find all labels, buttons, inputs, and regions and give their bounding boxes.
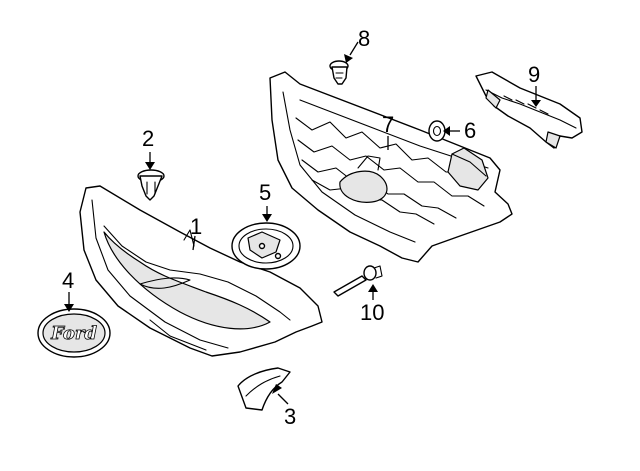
callout-1: 1 — [190, 214, 202, 239]
part-2-push-pin — [137, 169, 165, 201]
leader-lines — [64, 41, 541, 405]
part-1-grille — [79, 185, 323, 357]
callout-2: 2 — [142, 126, 154, 151]
callout-6: 6 — [464, 118, 476, 143]
emblem-text: Ford — [50, 323, 97, 344]
callout-5: 5 — [259, 180, 271, 205]
callout-3: 3 — [284, 404, 296, 429]
part-3-deflector — [237, 367, 291, 411]
callout-10: 10 — [360, 300, 384, 325]
part-10-retainer — [333, 265, 383, 297]
part-6-grommet — [428, 120, 446, 142]
callout-7: 7 — [382, 112, 394, 137]
callout-4: 4 — [62, 268, 74, 293]
part-9-bracket — [475, 71, 583, 149]
callout-9: 9 — [528, 62, 540, 87]
part-4-emblem: Ford — [37, 308, 111, 358]
callout-8: 8 — [358, 26, 370, 51]
part-8-screw — [329, 60, 349, 85]
callout-labels: 1 2 3 4 5 6 7 8 9 10 — [62, 26, 540, 429]
part-7-grille-reinforcement — [269, 71, 513, 263]
part-5-emblem-bracket — [231, 222, 301, 270]
